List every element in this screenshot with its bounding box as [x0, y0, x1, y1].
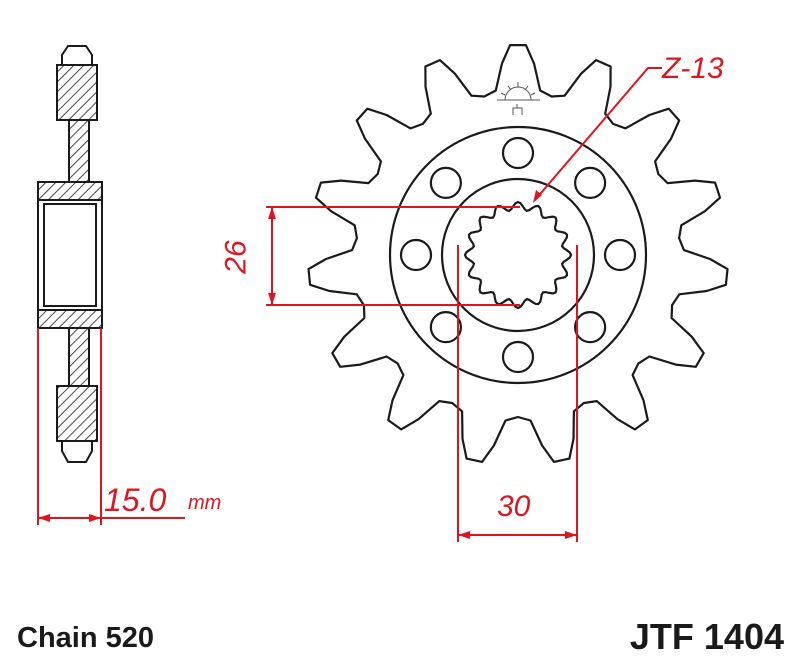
- bolt-hole: [501, 340, 535, 374]
- profile-body-bottom: [56, 385, 98, 442]
- profile-hub-top: [37, 181, 103, 201]
- bolt-hole: [574, 166, 607, 199]
- profile-body-top: [56, 64, 98, 121]
- profile-tip-top: [61, 45, 93, 66]
- arrow-icon: [38, 514, 50, 522]
- sprocket-front-view: [307, 43, 729, 463]
- arrow-icon: [89, 514, 101, 522]
- dimension-arrows: [38, 190, 577, 539]
- bolt-hole: [429, 166, 462, 199]
- arrow-icon: [458, 531, 470, 539]
- hub-outer-circle: [388, 125, 648, 385]
- bolt-hole: [501, 136, 535, 170]
- spline-label: Z-13: [662, 52, 724, 85]
- arrow-icon: [533, 190, 542, 203]
- profile-tip-bottom: [61, 440, 93, 463]
- manufacturer-logo: [497, 82, 540, 115]
- spline-bore: [463, 200, 573, 310]
- sprocket-outline: [307, 43, 729, 463]
- part-number: JTF 1404: [629, 616, 784, 657]
- profile-bore-inner: [43, 203, 97, 307]
- profile-neck-bottom: [68, 327, 90, 387]
- hub-inner-circle: [440, 177, 596, 333]
- bolt-hole: [574, 311, 607, 344]
- side-profile: [37, 45, 103, 463]
- spline-leader-line: [534, 67, 662, 201]
- height-label: 26: [219, 240, 253, 274]
- bolt-hole: [399, 238, 433, 272]
- arrow-icon: [268, 293, 276, 305]
- chain-label: Chain 520: [17, 622, 154, 654]
- thickness-unit: mm: [188, 492, 222, 514]
- arrow-icon: [268, 207, 276, 219]
- profile-hub-bottom: [37, 309, 103, 329]
- bolt-hole: [603, 238, 637, 272]
- profile-neck-top: [68, 119, 90, 183]
- profile-bore: [37, 199, 103, 311]
- arrow-icon: [565, 531, 577, 539]
- thickness-label: 15.0: [104, 482, 167, 518]
- bolt-hole: [429, 311, 462, 344]
- dimension-lines: [37, 67, 662, 542]
- width-label: 30: [497, 490, 531, 523]
